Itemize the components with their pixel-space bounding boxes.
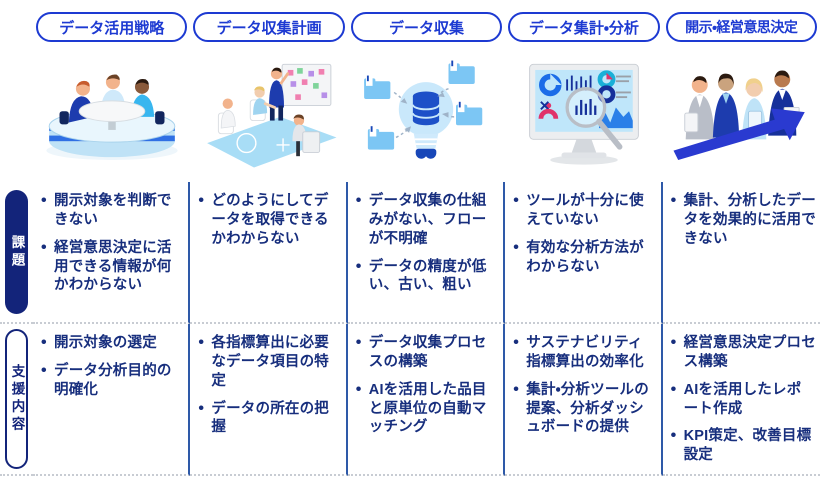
issue-item: データ収集の仕組みがない、フローが不明確 bbox=[356, 191, 499, 249]
support-cell-disclosure-decision: 経営意思決定プロセス構築 AIを活用したレポート作成 KPI策定、改善目標設定 bbox=[662, 324, 820, 476]
dashboard-magnifier-illustration bbox=[505, 46, 662, 182]
support-item: サステナビリティ指標算出の効率化 bbox=[513, 333, 656, 372]
support-item: 開示対象の選定 bbox=[41, 333, 184, 354]
issue-item: 集計、分析したデータを効果的に活用できない bbox=[671, 191, 816, 249]
meeting-table-illustration bbox=[33, 46, 190, 182]
support-cell-collection-plan: 各指標算出に必要なデータ項目の特定 データの所在の把握 bbox=[190, 324, 348, 476]
issues-cell-collection: データ収集の仕組みがない、フローが不明確 データの精度が低い、古い、粗い bbox=[347, 182, 506, 324]
person-navy-woman bbox=[713, 73, 740, 138]
support-item: AIを活用したレポート作成 bbox=[671, 380, 816, 419]
issue-item: 開示対象を判断できない bbox=[41, 191, 184, 230]
person-gray-suit bbox=[684, 76, 716, 140]
support-item: 各指標算出に必要なデータ項目の特定 bbox=[198, 333, 341, 391]
phase-pill-strategy: データ活用戦略 bbox=[36, 12, 188, 42]
issue-item: どのようにしてデータを取得できるかわからない bbox=[198, 191, 341, 249]
issues-label-pill: 課題 bbox=[5, 190, 28, 314]
support-cell-collection: データ収集プロセスの構築 AIを活用した品目と原単位の自動マッチング bbox=[347, 324, 506, 476]
issue-item: ツールが十分に使えていない bbox=[513, 191, 656, 230]
support-item: データ分析目的の明確化 bbox=[41, 361, 184, 400]
data-collection-bulb-illustration bbox=[348, 46, 505, 182]
row-label-issues: 課題 bbox=[0, 182, 33, 324]
support-item: データの所在の把握 bbox=[198, 399, 341, 438]
issue-item: データの精度が低い、古い、粗い bbox=[356, 257, 499, 296]
support-cell-strategy: 開示対象の選定 データ分析目的の明確化 bbox=[33, 324, 191, 476]
issues-cell-aggregation-analysis: ツールが十分に使えていない 有効な分析方法がわからない bbox=[505, 182, 663, 324]
team-growth-arrow-illustration bbox=[663, 46, 820, 182]
support-item: 経営意思決定プロセス構築 bbox=[671, 333, 816, 372]
phase-pill-aggregation-analysis: データ集計・分析 bbox=[508, 12, 660, 42]
support-item: KPI策定、改善目標設定 bbox=[671, 426, 816, 465]
support-item: データ収集プロセスの構築 bbox=[356, 333, 499, 372]
folder-top-right bbox=[448, 60, 476, 84]
diagram-grid: データ活用戦略 データ収集計画 データ収集 データ集計・分析 開示・経営意思決定 bbox=[0, 0, 820, 476]
phase-pill-collection: データ収集 bbox=[350, 12, 503, 42]
phase-pill-disclosure-decision: 開示・経営意思決定 bbox=[665, 12, 817, 42]
support-label-pill: 支援内容 bbox=[5, 329, 28, 469]
support-item: AIを活用した品目と原単位の自動マッチング bbox=[356, 380, 499, 438]
issue-item: 有効な分析方法がわからない bbox=[513, 238, 656, 277]
issues-cell-disclosure-decision: 集計、分析したデータを効果的に活用できない bbox=[662, 182, 820, 324]
support-cell-aggregation-analysis: サステナビリティ指標算出の効率化 集計・分析ツールの提案、分析ダッシュボードの提… bbox=[505, 324, 663, 476]
phase-pill-collection-plan: データ収集計画 bbox=[193, 12, 345, 42]
folder-left bbox=[364, 75, 391, 99]
issues-cell-strategy: 開示対象を判断できない 経営意思決定に活用できる情報が何かわからない bbox=[33, 182, 191, 324]
planning-board-illustration bbox=[190, 46, 347, 182]
row-label-support: 支援内容 bbox=[0, 324, 33, 476]
folder-right bbox=[456, 101, 483, 126]
issues-cell-collection-plan: どのようにしてデータを取得できるかわからない bbox=[190, 182, 348, 324]
support-item: 集計・分析ツールの提案、分析ダッシュボードの提供 bbox=[513, 380, 656, 438]
issue-item: 経営意思決定に活用できる情報が何かわからない bbox=[41, 238, 184, 296]
folder-bottom-left bbox=[368, 126, 395, 150]
